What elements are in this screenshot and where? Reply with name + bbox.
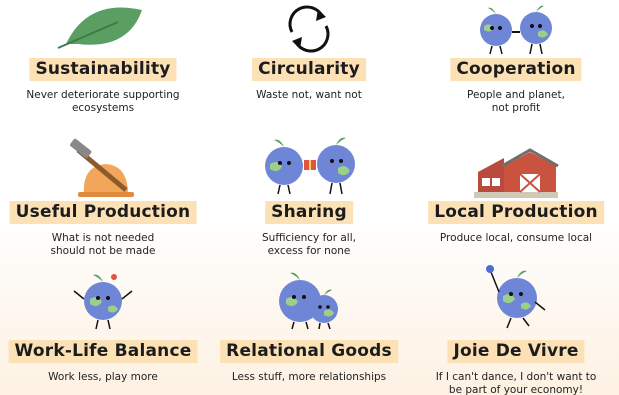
card-description: If I can't dance, I don't want to be par… <box>435 371 597 395</box>
juggling-planet-icon <box>0 271 206 330</box>
value-card-joie-de-vivre: Joie De Vivre If I can't dance, I don't … <box>413 262 619 395</box>
value-card-sharing: Sharing Sufficiency for all, excess for … <box>206 134 412 266</box>
card-title: Sustainability <box>29 58 177 81</box>
card-description: What is not needed should not be made <box>50 232 156 257</box>
card-title: Local Production <box>428 201 604 224</box>
recycle-arrows-icon <box>206 2 412 54</box>
value-card-cooperation: Cooperation People and planet, not profi… <box>413 0 619 132</box>
dancing-planet-icon <box>413 262 619 329</box>
value-card-circularity: Circularity Waste not, want not <box>206 0 412 132</box>
card-title: Work-Life Balance <box>8 340 198 363</box>
card-description: Sufficiency for all, excess for none <box>262 232 356 257</box>
card-title: Cooperation <box>450 58 582 81</box>
card-description: Never deteriorate supporting ecosystems <box>26 89 180 114</box>
card-description: Waste not, want not <box>256 89 362 101</box>
card-description: Less stuff, more relationships <box>231 371 387 383</box>
hugging-planets-icon <box>206 271 412 330</box>
planets-gift-icon <box>206 134 412 195</box>
card-description: Produce local, consume local <box>439 232 593 244</box>
card-description: Work less, play more <box>48 371 158 383</box>
card-title: Useful Production <box>9 201 197 224</box>
card-description: People and planet, not profit <box>467 89 565 114</box>
card-title: Circularity <box>252 58 366 81</box>
farm-barn-icon <box>413 144 619 198</box>
leaf-icon <box>0 2 206 52</box>
card-title: Relational Goods <box>220 340 398 363</box>
value-card-sustainability: Sustainability Never deteriorate support… <box>0 0 206 132</box>
value-card-work-life-balance: Work-Life Balance Work less, play more <box>0 273 206 395</box>
two-planets-handshake-icon <box>413 2 619 55</box>
card-title: Joie De Vivre <box>447 340 585 363</box>
value-card-relational-goods: Relational Goods Less stuff, more relati… <box>206 271 412 395</box>
card-title: Sharing <box>265 201 353 224</box>
hammer-hardhat-icon <box>0 138 206 198</box>
value-card-local-production: Local Production Produce local, consume … <box>413 142 619 274</box>
value-card-useful-production: Useful Production What is not needed sho… <box>0 138 206 274</box>
